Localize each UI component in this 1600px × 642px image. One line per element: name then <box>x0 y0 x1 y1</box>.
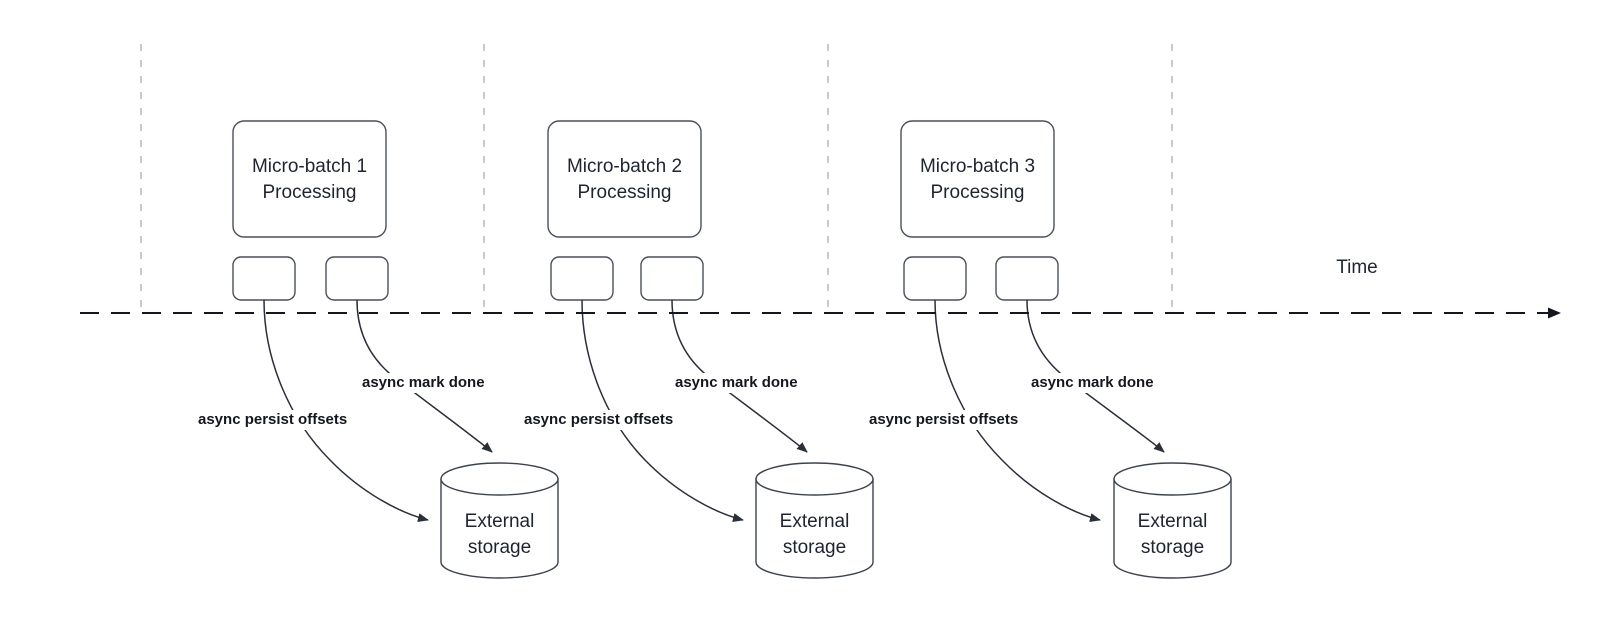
external-storage-1-line2: storage <box>468 537 531 558</box>
label-bg-persist-1 <box>193 410 375 430</box>
external-storage-1-line1: External <box>465 511 535 532</box>
task-box-2b[interactable] <box>640 256 704 301</box>
external-storage-3-line2: storage <box>1141 537 1204 558</box>
task-box-1b[interactable] <box>325 256 389 301</box>
micro-batch-box-1[interactable] <box>232 120 387 238</box>
external-storage-2-line2: storage <box>783 537 846 558</box>
edge-label-persist-offsets-1: async persist offsets <box>198 411 347 428</box>
external-storage-2-line1: External <box>780 511 850 532</box>
micro-batch-box-3[interactable] <box>900 120 1055 238</box>
task-box-3b[interactable] <box>995 256 1059 301</box>
edge-label-persist-offsets-2: async persist offsets <box>524 411 673 428</box>
edge-label-mark-done-1: async mark done <box>362 374 485 391</box>
label-bg-persist-2 <box>519 410 701 430</box>
edge-label-persist-offsets-3: async persist offsets <box>869 411 1018 428</box>
label-bg-markdone-1 <box>357 373 505 393</box>
batch-group-1: Micro-batch 1 Processing async persist o… <box>193 120 559 579</box>
external-storage-3[interactable]: External storage <box>1113 462 1232 579</box>
time-axis-label: Time <box>1336 257 1378 278</box>
batch-group-3: Micro-batch 3 Processing async persist o… <box>864 120 1232 579</box>
separator-lines <box>140 44 1173 313</box>
micro-batch-box-1-line2: Processing <box>263 182 357 203</box>
micro-batch-box-3-line1: Micro-batch 3 <box>920 156 1035 177</box>
label-bg-persist-3 <box>864 410 1046 430</box>
edge-label-mark-done-3: async mark done <box>1031 374 1154 391</box>
flow-persist-offsets-2 <box>581 299 744 522</box>
micro-batch-box-3-line2: Processing <box>931 182 1025 203</box>
label-bg-markdone-3 <box>1026 373 1174 393</box>
label-bg-markdone-2 <box>670 373 818 393</box>
task-box-2a[interactable] <box>550 256 614 301</box>
task-box-3a[interactable] <box>903 256 967 301</box>
external-storage-1[interactable]: External storage <box>440 462 559 579</box>
micro-batch-box-1-line1: Micro-batch 1 <box>252 156 367 177</box>
micro-batch-box-2-line1: Micro-batch 2 <box>567 156 682 177</box>
external-storage-3-line1: External <box>1138 511 1208 532</box>
external-storage-2[interactable]: External storage <box>755 462 874 579</box>
micro-batch-box-2[interactable] <box>547 120 702 238</box>
flow-persist-offsets-1 <box>263 299 429 522</box>
edge-label-mark-done-2: async mark done <box>675 374 798 391</box>
flow-persist-offsets-3 <box>934 299 1101 522</box>
micro-batch-box-2-line2: Processing <box>578 182 672 203</box>
task-box-1a[interactable] <box>232 256 296 301</box>
batch-group-2: Micro-batch 2 Processing async persist o… <box>519 120 874 579</box>
